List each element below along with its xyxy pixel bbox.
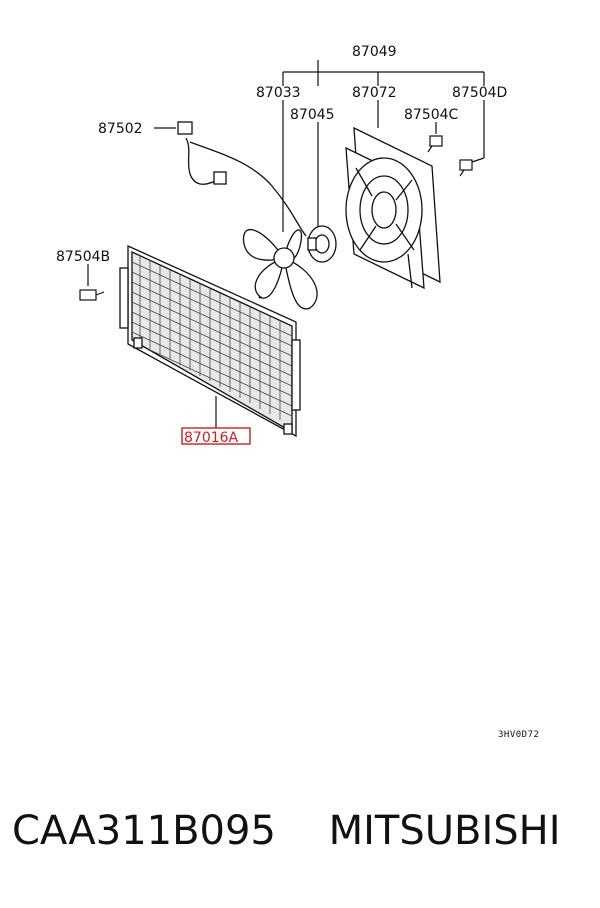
highlight-box [181, 427, 251, 445]
label-shroud-group: 87072 [352, 85, 397, 101]
footer: CAA311B095 MITSUBISHI [12, 808, 592, 868]
part-number: CAA311B095 [12, 808, 276, 854]
bolt-87504b-illustration [79, 289, 105, 301]
label-fan-blade: 87033 [256, 85, 301, 101]
fan-shroud-illustration [345, 126, 441, 290]
label-harness: 87502 [98, 121, 143, 137]
brand-name: MITSUBISHI [328, 808, 561, 854]
label-bolt-b: 87504B [56, 249, 110, 265]
bolt-87504c-illustration [427, 135, 443, 153]
label-motor: 87045 [290, 107, 335, 123]
label-bolt-d: 87504D [452, 85, 507, 101]
fan-motor-illustration [307, 225, 337, 263]
fan-blade-illustration [242, 228, 318, 310]
label-assembly: 87049 [352, 44, 397, 60]
wire-harness-illustration [177, 121, 307, 237]
condenser-illustration [119, 244, 301, 438]
label-bolt-c: 87504C [404, 107, 459, 123]
label-condenser[interactable]: 87016A [184, 430, 239, 446]
bolt-87504d-illustration [459, 159, 473, 177]
diagram-code: 3HV0D72 [498, 730, 539, 740]
